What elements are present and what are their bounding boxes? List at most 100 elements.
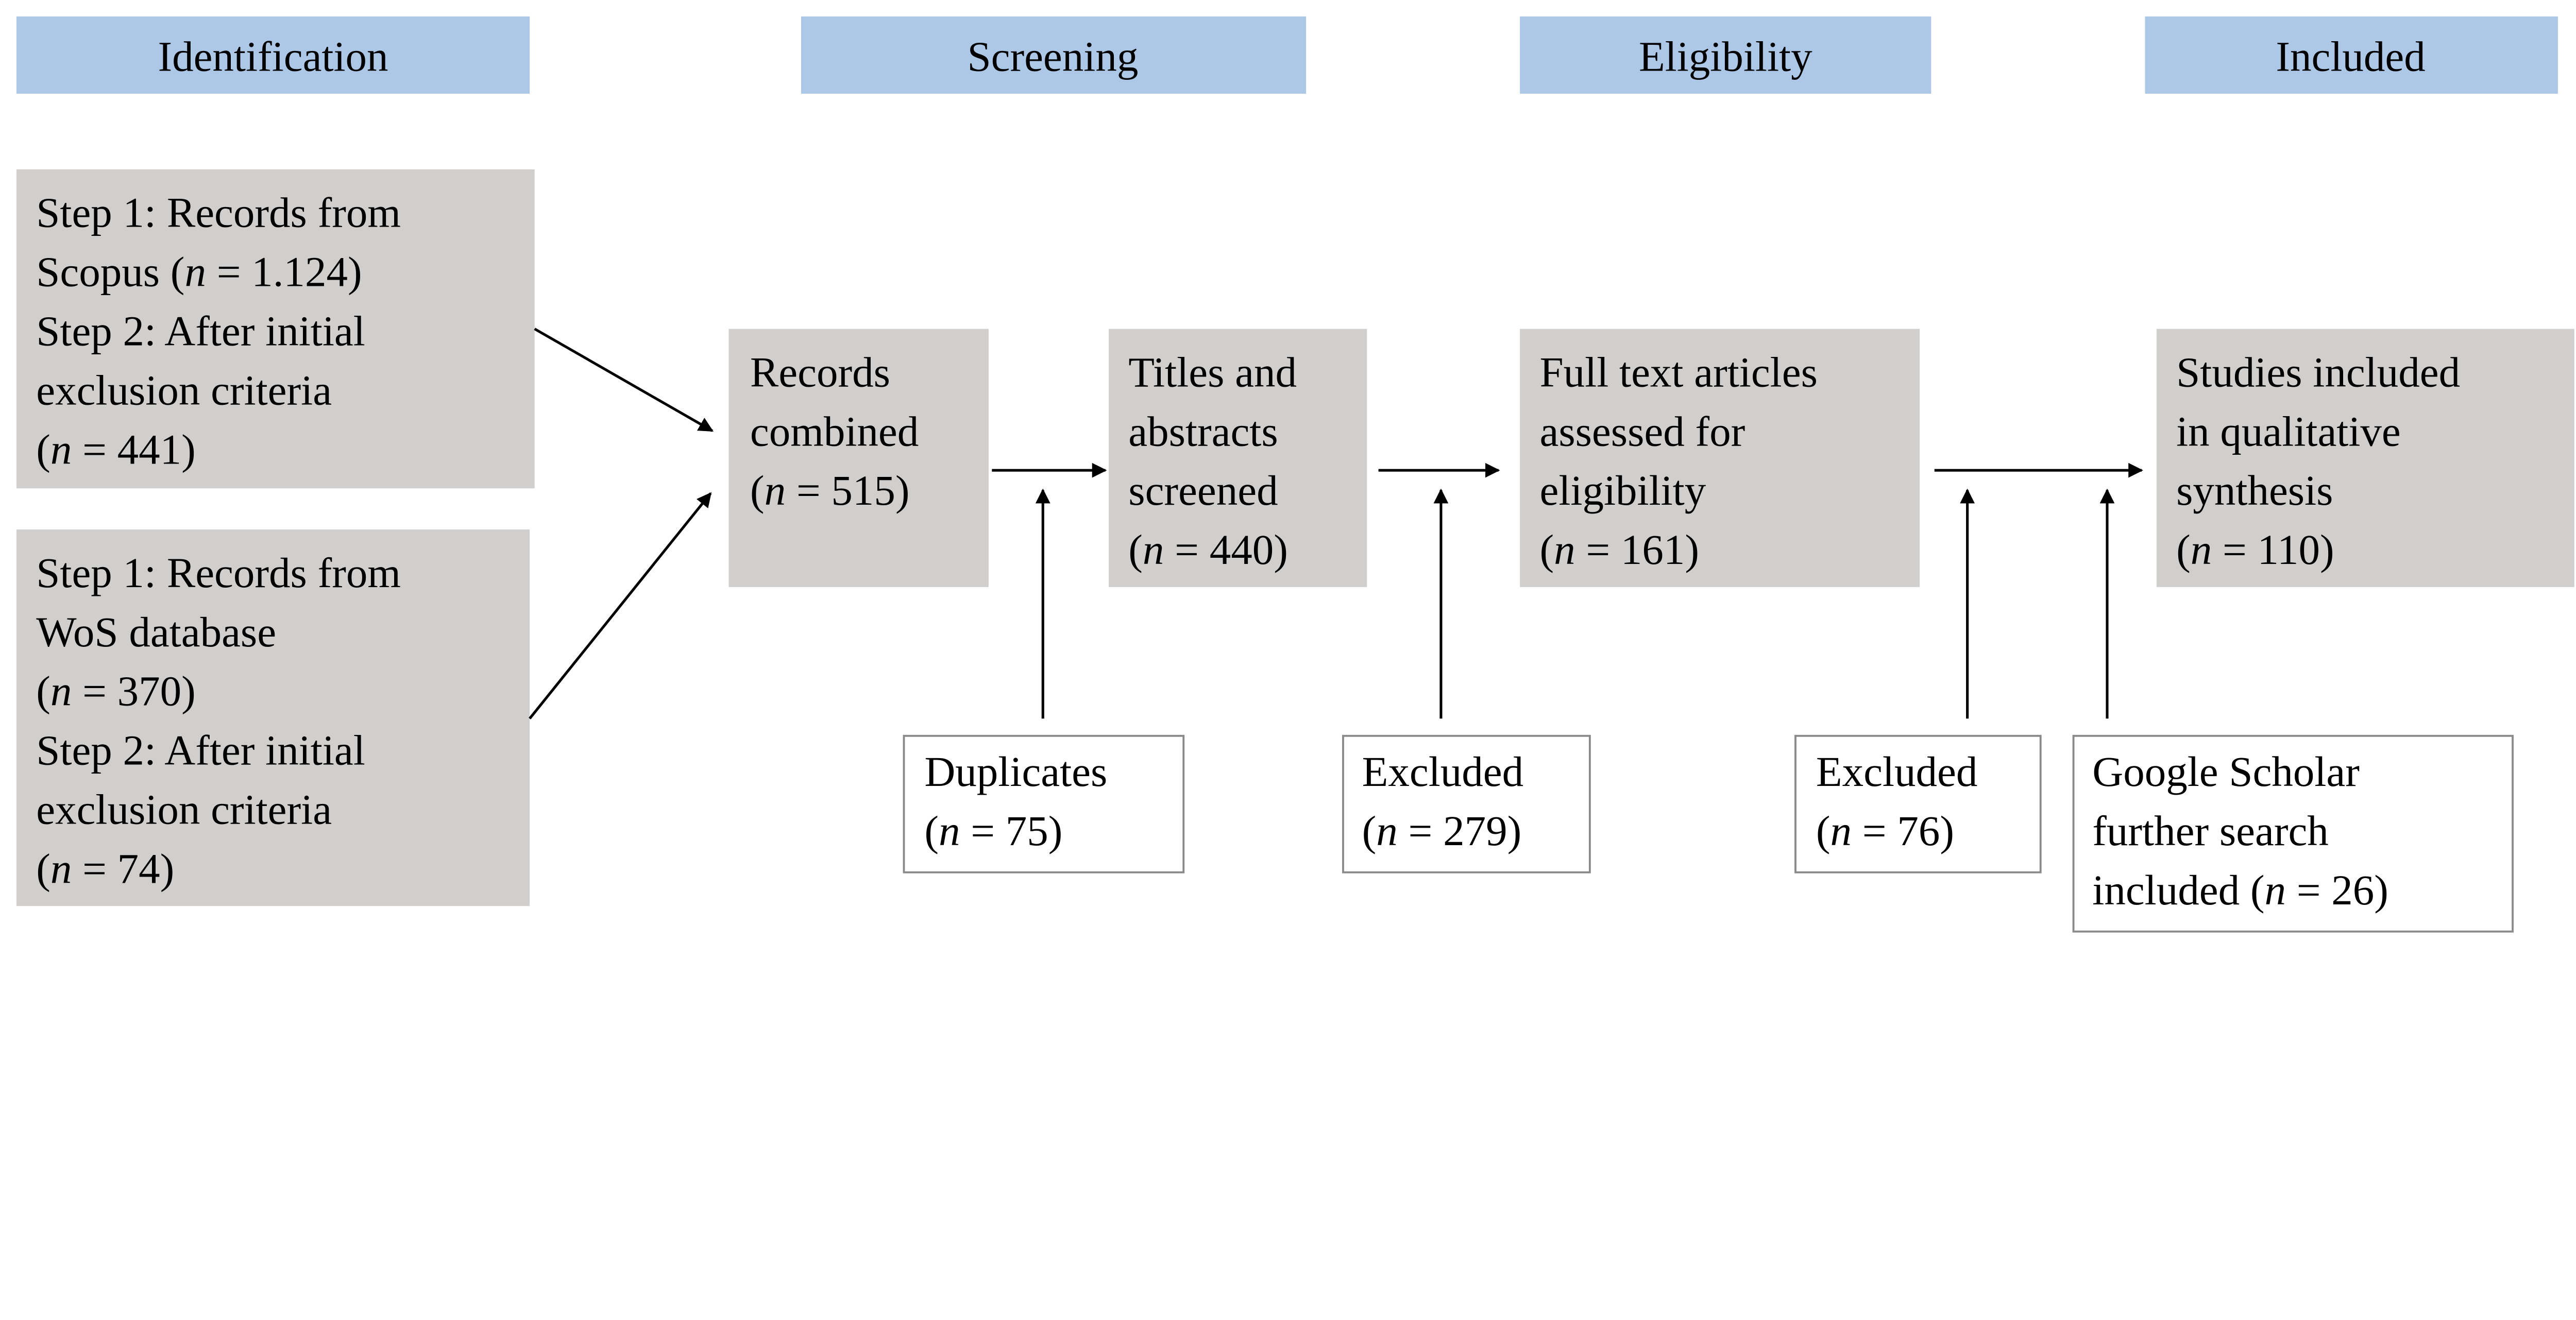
stage-header-label: Eligibility bbox=[1639, 32, 1812, 80]
italic-n: n bbox=[50, 845, 72, 893]
excluded-76-box bbox=[1794, 734, 2042, 873]
italic-n: n bbox=[2191, 526, 2212, 573]
text-segment: Step 2: After initial bbox=[36, 307, 365, 354]
box-text-line: (n = 370) bbox=[36, 667, 196, 715]
text-segment: Google Scholar bbox=[2092, 748, 2360, 795]
text-segment: = 440) bbox=[1164, 526, 1287, 573]
text-segment: Excluded bbox=[1362, 748, 1523, 795]
text-segment: included ( bbox=[2092, 866, 2264, 914]
text-segment: Studies included bbox=[2176, 348, 2460, 396]
box-text-line: (n = 161) bbox=[1539, 526, 1699, 573]
text-segment: = 74) bbox=[72, 845, 174, 893]
text-segment: eligibility bbox=[1539, 467, 1706, 514]
box-text-line: Records bbox=[750, 348, 890, 396]
box-text-line: Scopus (n = 1.124) bbox=[36, 248, 362, 296]
text-segment: Step 1: Records from bbox=[36, 189, 401, 236]
italic-n: n bbox=[2264, 866, 2286, 914]
text-segment: ( bbox=[36, 425, 50, 473]
text-segment: = 161) bbox=[1575, 526, 1699, 573]
italic-n: n bbox=[765, 467, 786, 514]
text-segment: Records bbox=[750, 348, 890, 396]
italic-n: n bbox=[1831, 807, 1852, 854]
stage-header-label: Included bbox=[2276, 32, 2425, 80]
text-segment: Duplicates bbox=[924, 748, 1107, 795]
included-studies-box bbox=[2156, 329, 2574, 587]
text-segment: ( bbox=[750, 467, 765, 514]
box-text-line: (n = 279) bbox=[1362, 807, 1522, 854]
box-text-line: (n = 74) bbox=[36, 845, 174, 893]
text-segment: Titles and bbox=[1128, 348, 1297, 396]
box-text-line: Step 1: Records from bbox=[36, 549, 401, 596]
text-segment: exclusion criteria bbox=[36, 366, 332, 414]
text-segment: combined bbox=[750, 407, 919, 455]
text-segment: assessed for bbox=[1539, 407, 1745, 455]
italic-n: n bbox=[939, 807, 960, 854]
scopus-box bbox=[16, 169, 535, 489]
box-text-line: eligibility bbox=[1539, 467, 1706, 514]
excluded-279-box bbox=[1342, 734, 1591, 873]
records-combined-text: Records combined (n = 515) bbox=[750, 348, 919, 514]
box-text-line: exclusion criteria bbox=[36, 786, 332, 833]
text-segment: = 515) bbox=[786, 467, 909, 514]
italic-n: n bbox=[50, 425, 72, 473]
text-segment: exclusion criteria bbox=[36, 786, 332, 833]
text-segment: Excluded bbox=[1816, 748, 1977, 795]
duplicates-text: Duplicates (n = 75) bbox=[924, 748, 1107, 854]
prisma-flow-diagram: Identification Screening Eligibility Inc… bbox=[16, 16, 2574, 933]
text-segment: ( bbox=[36, 667, 50, 715]
box-text-line: Studies included bbox=[2176, 348, 2460, 396]
text-segment: screened bbox=[1128, 467, 1278, 514]
box-text-line: further search bbox=[2092, 807, 2329, 854]
box-text-line: (n = 440) bbox=[1128, 526, 1288, 573]
italic-n: n bbox=[1143, 526, 1164, 573]
duplicates-box bbox=[903, 734, 1185, 873]
box-text-line: (n = 441) bbox=[36, 425, 196, 473]
stage-header-eligibility: Eligibility bbox=[1520, 16, 1931, 94]
stage-header-screening: Screening bbox=[801, 16, 1307, 94]
text-segment: in qualitative bbox=[2176, 407, 2401, 455]
excluded-76-text: Excluded (n = 76) bbox=[1816, 748, 1977, 854]
screened-box bbox=[1108, 329, 1367, 587]
text-segment: ( bbox=[36, 845, 50, 893]
box-text-line: Excluded bbox=[1362, 748, 1523, 795]
text-segment: Full text articles bbox=[1539, 348, 1817, 396]
box-text-line: exclusion criteria bbox=[36, 366, 332, 414]
text-segment: = 75) bbox=[960, 807, 1063, 854]
box-text-line: Google Scholar bbox=[2092, 748, 2360, 795]
text-segment: Step 1: Records from bbox=[36, 549, 401, 596]
text-segment: further search bbox=[2092, 807, 2329, 854]
screened-text: Titles and abstracts screened (n = 440) bbox=[1128, 348, 1297, 573]
box-text-line: screened bbox=[1128, 467, 1278, 514]
included-studies-text: Studies included in qualitative synthesis (… bbox=[2176, 348, 2460, 573]
stage-header-included: Included bbox=[2145, 16, 2558, 94]
google-scholar-box bbox=[2072, 734, 2514, 933]
text-segment: = 441) bbox=[72, 425, 195, 473]
text-segment: ( bbox=[1816, 807, 1831, 854]
text-segment: = 26) bbox=[2286, 866, 2388, 914]
text-segment: ( bbox=[1539, 526, 1554, 573]
text-segment: = 76) bbox=[1852, 807, 1954, 854]
text-segment: ( bbox=[1362, 807, 1377, 854]
box-text-line: Full text articles bbox=[1539, 348, 1817, 396]
excluded-279-text: Excluded (n = 279) bbox=[1362, 748, 1523, 854]
box-text-line: abstracts bbox=[1128, 407, 1278, 455]
italic-n: n bbox=[184, 248, 206, 296]
text-segment: ( bbox=[1128, 526, 1143, 573]
italic-n: n bbox=[1376, 807, 1398, 854]
text-segment: Scopus ( bbox=[36, 248, 184, 296]
box-text-line: synthesis bbox=[2176, 467, 2333, 514]
text-segment: = 1.124) bbox=[206, 248, 362, 296]
box-text-line: Duplicates bbox=[924, 748, 1107, 795]
box-text-line: (n = 110) bbox=[2176, 526, 2334, 573]
box-text-line: (n = 75) bbox=[924, 807, 1062, 854]
arrow-wos-to-combined bbox=[529, 492, 712, 719]
box-text-line: combined bbox=[750, 407, 919, 455]
text-segment: abstracts bbox=[1128, 407, 1278, 455]
records-combined-box bbox=[728, 329, 989, 587]
text-segment: synthesis bbox=[2176, 467, 2333, 514]
wos-box bbox=[16, 529, 530, 906]
text-segment: ( bbox=[2176, 526, 2191, 573]
stage-header-label: Identification bbox=[158, 32, 388, 80]
box-text-line: Step 2: After initial bbox=[36, 727, 365, 774]
fulltext-text: Full text articles assessed for eligibilit… bbox=[1539, 348, 1817, 573]
